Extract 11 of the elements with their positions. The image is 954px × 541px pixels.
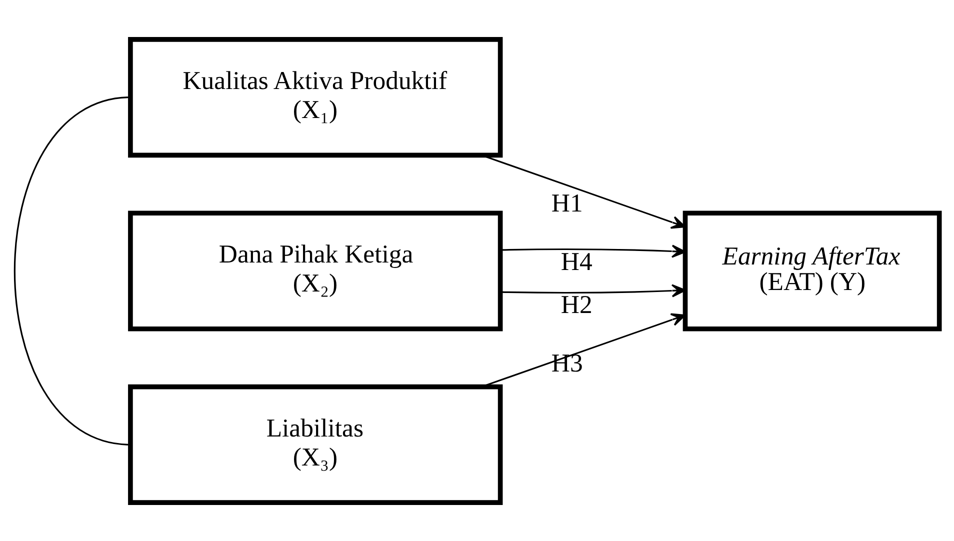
node-box: Kualitas Aktiva Produktif (X₁)	[128, 36, 503, 158]
node-box: Earning AfterTax (EAT) (Y)	[682, 210, 942, 331]
connector	[14, 96, 131, 445]
arrow	[500, 284, 686, 297]
edge-label: H4	[560, 246, 592, 276]
node-box: Dana Pihak Ketiga (X₂)	[128, 210, 503, 331]
edge-label: H1	[551, 188, 583, 218]
edge-label: H2	[560, 290, 592, 319]
edge-label: H3	[551, 348, 583, 377]
node-box: Liabilitas (X₃)	[128, 384, 503, 504]
arrow	[500, 244, 686, 258]
